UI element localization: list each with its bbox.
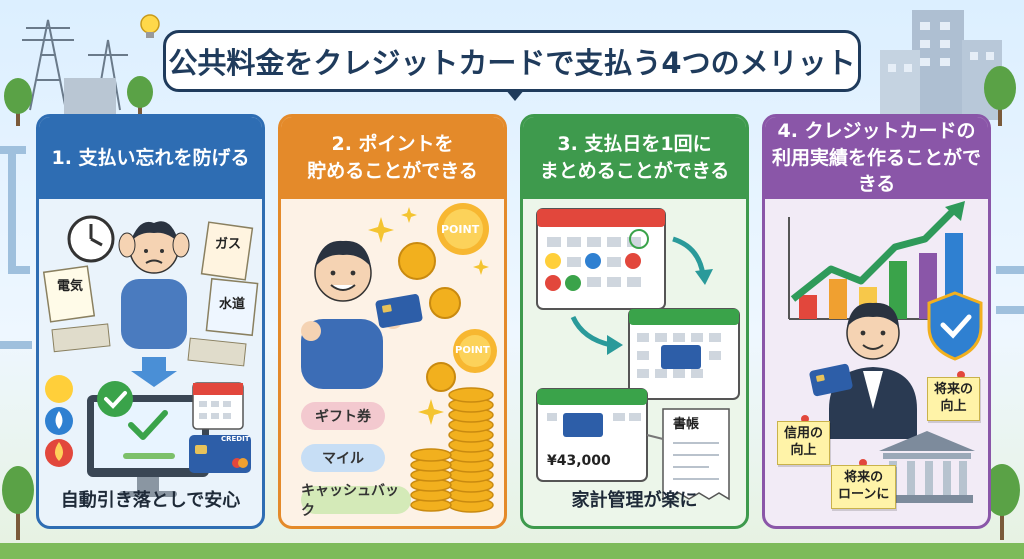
lightbulb-icon xyxy=(140,14,160,38)
credit-card-icon xyxy=(375,294,423,328)
sticky-note-future-improve: 将来の 向上 xyxy=(927,377,981,421)
merit-card-1: 1. 支払い忘れを防げる xyxy=(36,114,265,529)
water-drop-icon xyxy=(45,407,73,435)
merit-card-3-footer: 家計管理が楽に xyxy=(571,490,698,511)
arrow-down-icon xyxy=(131,357,177,387)
calendar-icon xyxy=(192,382,244,430)
clock-icon xyxy=(67,215,115,263)
pipe xyxy=(0,146,30,274)
coin-stack-icon xyxy=(410,387,494,513)
flame-icon xyxy=(45,439,73,467)
city-buildings xyxy=(880,10,1002,120)
arrow-icon xyxy=(570,315,612,348)
point-badge-label-2: POINT xyxy=(455,345,490,356)
smiling-person-icon xyxy=(301,240,403,389)
sticky-note-credit-improve: 信用の 向上 xyxy=(777,421,831,465)
merit-card-4-illustration xyxy=(788,201,983,503)
receipt-title: 書帳 xyxy=(673,417,700,432)
arrow-icon xyxy=(695,269,713,285)
merit-card-1-heading: 1. 支払い忘れを防げる xyxy=(39,117,262,199)
bill-icon xyxy=(42,221,259,367)
merit-card-2: 2. ポイントを 貯めることができる xyxy=(278,114,507,529)
merit-card-3-heading: 3. 支払日を1回に まとめることができる xyxy=(523,117,746,199)
tree-icon xyxy=(4,76,153,126)
merit-card-4-heading: 4. クレジットカードの 利用実績を作ることができる xyxy=(765,117,988,199)
shield-check-icon xyxy=(927,291,983,361)
credit-card-label: CREDIT xyxy=(221,435,250,443)
receipt-icon xyxy=(646,408,730,501)
bill-label-electric: 電気 xyxy=(57,279,84,294)
credit-card-icon xyxy=(189,435,251,473)
tree-icon xyxy=(2,66,1020,540)
calendar-icon xyxy=(536,208,666,310)
page-title: 公共料金をクレジットカードで支払う4つのメリット xyxy=(163,30,861,92)
calendar-amount: ¥43,000 xyxy=(547,453,611,469)
sticky-note-future-loan: 将来の ローンに xyxy=(831,465,897,509)
merit-card-4-body: 将来の 向上 信用の 向上 将来の ローンに xyxy=(765,199,988,526)
reward-pill-gift: ギフト券 xyxy=(301,402,385,430)
arrow-icon xyxy=(607,335,623,355)
point-badge-icon xyxy=(437,203,497,373)
calendar-icon xyxy=(536,388,648,482)
merit-card-3: 3. 支払日を1回に まとめることができる xyxy=(520,114,749,529)
title-bubble-tail xyxy=(505,89,525,101)
pipe xyxy=(996,266,1024,314)
building-left xyxy=(64,78,116,118)
bill-label-water: 水道 xyxy=(219,297,246,312)
arrow-icon xyxy=(672,236,706,276)
reward-pill-mile: マイル xyxy=(301,444,385,472)
lightbulb-icon xyxy=(45,375,73,403)
check-icon xyxy=(97,381,168,440)
reward-pill-cashback: キャッシュバック xyxy=(301,483,411,519)
merit-card-2-heading: 2. ポイントを 貯めることができる xyxy=(281,117,504,199)
point-badge-label-1: POINT xyxy=(441,223,480,236)
merit-card-1-body: 電気 ガス 水道 CREDIT 自動引き落としで安心 xyxy=(39,199,262,526)
credit-card-icon xyxy=(809,363,853,397)
coin-icon xyxy=(398,242,461,392)
merit-card-3-body: ¥43,000 ¥43,000 書帳 家計管理が楽に xyxy=(523,199,746,526)
stressed-person-icon xyxy=(118,221,190,349)
bank-icon xyxy=(879,431,975,503)
merit-card-4: 4. クレジットカードの 利用実績を作ることができる xyxy=(762,114,991,529)
bill-label-gas: ガス xyxy=(215,237,242,252)
calendar-icon xyxy=(628,308,740,400)
merit-card-2-body: POINT POINT ギフト券 マイル キャッシュバック xyxy=(281,199,504,526)
sparkle-icon xyxy=(368,207,489,425)
merit-card-3-illustration xyxy=(536,208,740,501)
merit-card-2-illustration xyxy=(301,203,497,513)
ground-strip xyxy=(0,543,1024,559)
merit-card-1-footer: 自動引き落としで安心 xyxy=(60,490,241,511)
merit-card-1-illustration xyxy=(42,215,259,497)
